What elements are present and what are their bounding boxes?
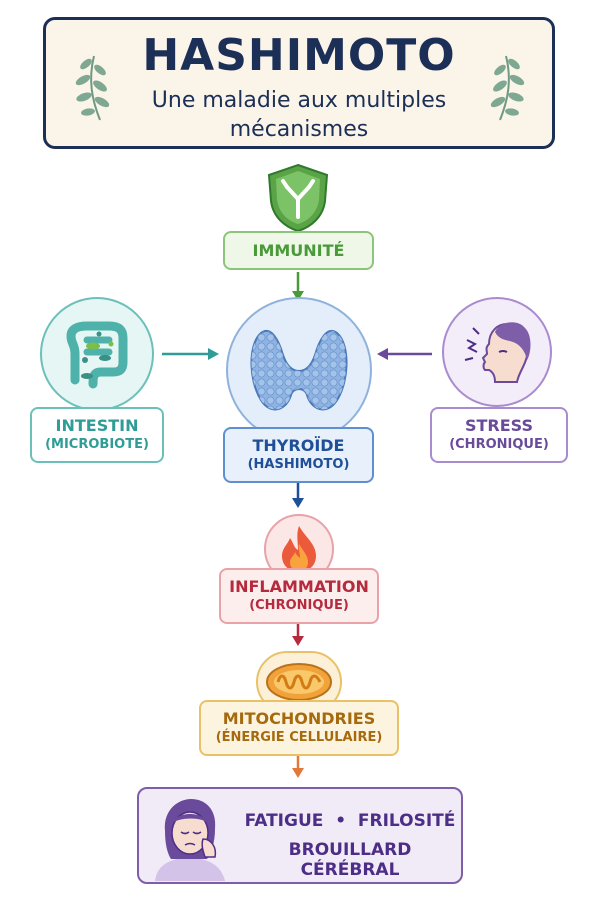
symptom-line-1: FATIGUE • FRILOSITÉ — [244, 811, 456, 831]
node-mitochondries-sublabel: (ÉNERGIE CELLULAIRE) — [215, 730, 383, 745]
node-stress-label: STRESS — [464, 416, 533, 435]
laurel-left-icon — [75, 55, 110, 121]
node-stress: STRESS (CHRONIQUE) — [430, 407, 568, 463]
node-immunite: IMMUNITÉ — [223, 231, 374, 270]
stress-circle — [442, 297, 552, 407]
node-inflammation-label: INFLAMMATION — [229, 577, 369, 596]
node-intestin-label: INTESTIN — [55, 416, 139, 435]
node-inflammation-sublabel: (CHRONIQUE) — [249, 598, 349, 613]
mitochondria-icon — [266, 663, 332, 701]
node-intestin: INTESTIN (MICROBIOTE) — [30, 407, 164, 463]
flame-icon — [282, 526, 316, 572]
arrow-thyroide-inflammation — [292, 483, 304, 508]
node-thyroide-sublabel: (HASHIMOTO) — [247, 457, 350, 472]
intestin-circle — [40, 297, 154, 411]
symptom-line-2: BROUILLARD CÉRÉBRAL — [288, 840, 412, 880]
tired-woman-icon — [155, 799, 225, 881]
node-stress-sublabel: (CHRONIQUE) — [449, 437, 549, 452]
arrow-immunite-thyroide — [292, 272, 304, 301]
page-title: HASHIMOTO — [142, 30, 456, 81]
thyroide-circle — [226, 297, 372, 443]
arrow-mitochondries-symptoms — [292, 756, 304, 778]
stressed-head-icon — [464, 322, 531, 383]
arrow-inflammation-mitochondries — [292, 624, 304, 646]
laurel-right-icon — [490, 55, 525, 121]
page-subtitle: Une maladie aux multiples mécanismes — [151, 88, 447, 142]
node-thyroide-label: THYROÏDE — [252, 436, 345, 455]
intestine-icon — [66, 321, 128, 389]
node-thyroide: THYROÏDE (HASHIMOTO) — [223, 427, 374, 483]
symptoms-box: FATIGUE • FRILOSITÉ BROUILLARD CÉRÉBRAL — [137, 787, 463, 884]
thyroid-icon — [250, 330, 348, 411]
antibody-shield-icon — [267, 163, 329, 233]
node-inflammation: INFLAMMATION (CHRONIQUE) — [219, 568, 379, 624]
title-card: HASHIMOTO Une maladie aux multiples méca… — [43, 17, 555, 149]
arrow-intestin-thyroide — [162, 348, 219, 360]
node-intestin-sublabel: (MICROBIOTE) — [45, 437, 149, 452]
node-mitochondries-label: MITOCHONDRIES — [222, 709, 376, 728]
node-mitochondries: MITOCHONDRIES (ÉNERGIE CELLULAIRE) — [199, 700, 399, 756]
arrow-stress-thyroide — [377, 348, 432, 360]
node-immunite-label: IMMUNITÉ — [252, 240, 345, 260]
